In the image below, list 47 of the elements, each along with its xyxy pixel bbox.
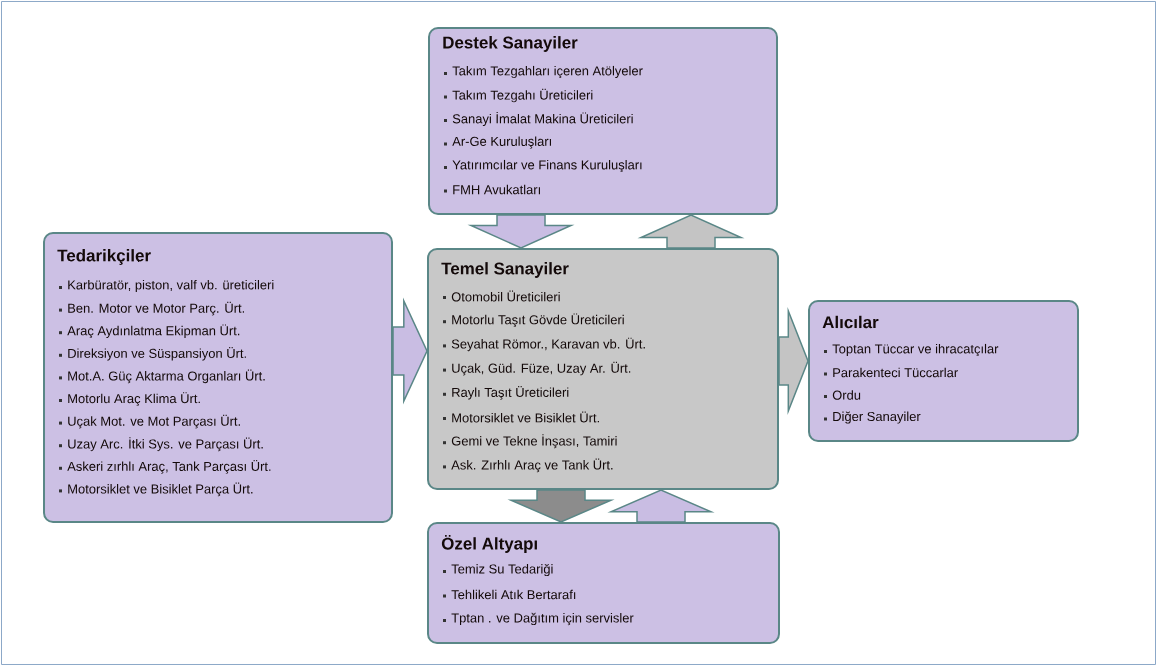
list-item: Uzay Arc. İtki Sys. ve Parçası Ürt. [59, 437, 263, 452]
list-item: Motorsiklet ve Bisiklet Parça Ürt. [59, 482, 253, 497]
heading-text: Tedarikçiler [57, 249, 151, 265]
category-box [808, 300, 1079, 442]
list-item: Raylı Taşıt Üreticileri [443, 386, 569, 400]
list-item: FMH Avukatları [444, 184, 540, 195]
list-item: Gemi ve Tekne İnşası, Tamiri [443, 434, 617, 449]
list-item: Motorlu Taşıt Gövde Üreticileri [443, 313, 624, 327]
category-box [427, 522, 780, 644]
list-item: Yatırımcılar ve Finans Kuruluşları [444, 159, 642, 173]
list-item: Motorsiklet ve Bisiklet Ürt. [443, 411, 599, 423]
list-item: Direksiyon ve Süspansiyon Ürt. [59, 347, 246, 361]
list-item: Askeri zırhlı Araç, Tank Parçası Ürt. [59, 460, 271, 474]
list-item: Uçak Mot. ve Mot Parçası Ürt. [59, 414, 240, 429]
list-item: Toptan Tüccar ve ihracatçılar [824, 343, 999, 357]
block-arrow [507, 489, 615, 523]
block-arrow [637, 214, 745, 249]
heading-text: Destek Sanayiler [443, 36, 578, 52]
category-box [428, 27, 778, 215]
list-item: Seyahat Römor., Karavan vb. Ürt. [443, 337, 645, 352]
category-box [427, 248, 779, 490]
list-item: Motorlu Araç Klima Ürt. [59, 392, 200, 406]
list-item: Parakenteci Tüccarlar [824, 367, 958, 378]
heading-text: Temel Sanayiler [441, 262, 569, 278]
block-arrow [778, 307, 809, 415]
list-item: Temiz Su Tedariği [443, 563, 553, 577]
block-arrow [607, 489, 715, 523]
heading-text: Özel Altyapı [441, 535, 537, 553]
list-item: Ordu [824, 390, 861, 400]
list-item: Araç Aydınlatma Ekipman Ürt. [59, 324, 240, 338]
list-item: Sanayi İmalat Makina Üreticileri [444, 112, 633, 126]
list-item: Ask. Zırhlı Araç ve Tank Ürt. [443, 458, 613, 473]
heading-text: Alıcılar [822, 315, 879, 329]
list-item: Uçak, Güd. Füze, Uzay Ar. Ürt. [443, 361, 631, 376]
list-item: Otomobil Üreticileri [443, 290, 560, 302]
list-item: Diğer Sanayiler [824, 411, 921, 424]
block-arrow [467, 214, 575, 249]
category-box [43, 232, 393, 523]
list-item: Tehlikeli Atık Bertarafı [443, 589, 576, 600]
list-item: Tptan . ve Dağıtım için servisler [443, 612, 634, 626]
block-arrow [392, 297, 428, 405]
list-item: Takım Tezgahları içeren Atölyeler [444, 65, 643, 79]
list-item: Karbüratör, piston, valf vb. üreticileri [59, 279, 274, 293]
list-item: Ar-Ge Kuruluşları [444, 136, 551, 149]
list-item: Mot.A. Güç Aktarma Organları Ürt. [59, 369, 265, 384]
list-item: Ben. Motor ve Motor Parç. Ürt. [59, 301, 245, 316]
list-item: Takım Tezgahı Üreticileri [444, 88, 593, 103]
